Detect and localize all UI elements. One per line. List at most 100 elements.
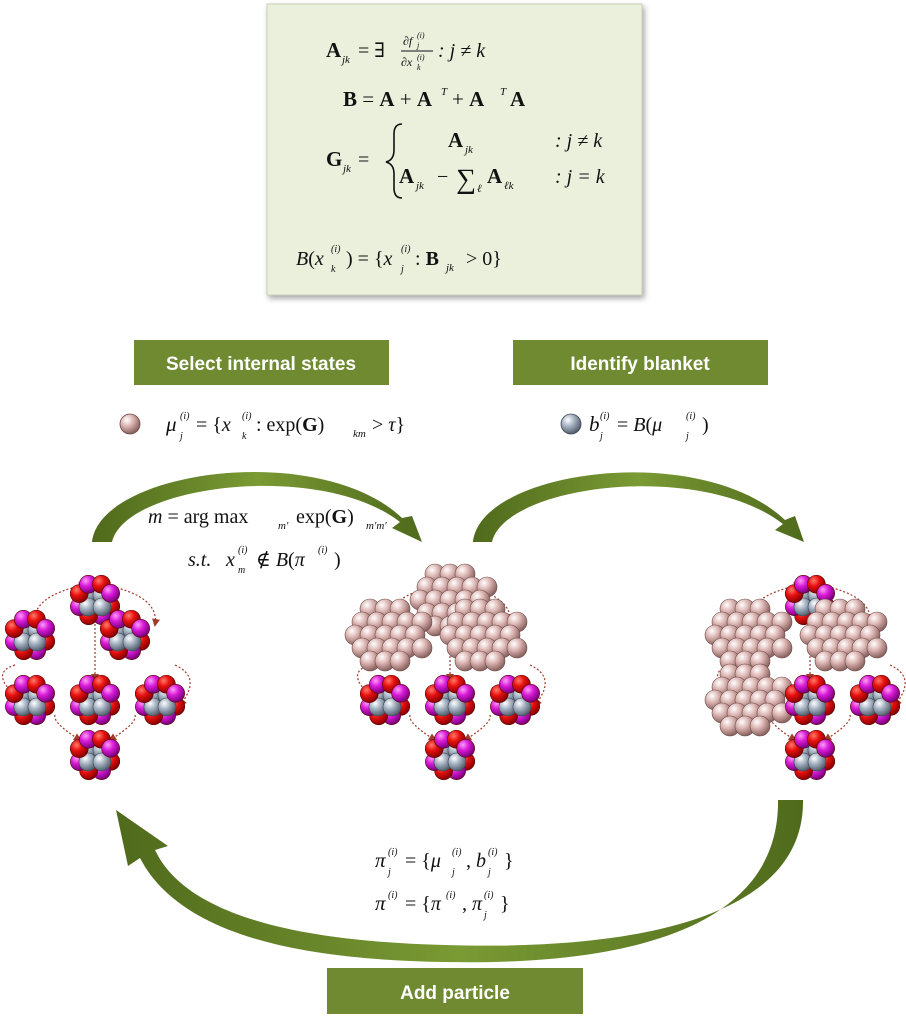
flow-arrow-select-to-blanket (92, 471, 422, 542)
internal-state-ball (411, 637, 433, 659)
equation-blanket-set: B(x (i) k ) = {x (i) j : B jk > 0} (296, 244, 502, 275)
internal-state-cluster (704, 663, 793, 737)
svg-text:k: k (331, 264, 336, 275)
svg-text:}: } (500, 893, 510, 915)
blanket-molecule (424, 674, 476, 726)
svg-text:ℓk: ℓk (504, 180, 515, 192)
ensemble-2 (344, 563, 546, 781)
svg-text:B = A + A: B = A + A (343, 87, 433, 111)
svg-text:(i): (i) (488, 847, 498, 858)
svg-text:m′: m′ (278, 520, 289, 532)
svg-text:j: j (486, 867, 491, 878)
svg-text:b: b (589, 412, 600, 436)
svg-text:j: j (684, 431, 689, 442)
svg-text:> τ}: > τ} (372, 414, 405, 436)
svg-text:(i): (i) (417, 53, 425, 62)
blanket-core-ball (807, 752, 827, 772)
svg-text:A: A (399, 164, 415, 188)
blanket-molecule (4, 609, 56, 661)
internal-state-ball (749, 715, 771, 737)
internal-state-ball (389, 650, 411, 672)
svg-text:μ: μ (165, 412, 177, 436)
blanket-molecule (424, 729, 476, 781)
m-equation: m = arg max m′ exp(G) m′m′ (148, 506, 387, 532)
blanket-molecule (69, 674, 121, 726)
active-state-ball (456, 684, 475, 703)
active-state-ball (36, 684, 55, 703)
blanket-core-ball (27, 697, 47, 717)
equation-b-definition: B = A + A T + A T A (343, 86, 526, 111)
svg-text:(i): (i) (318, 545, 328, 556)
blanket-molecule (849, 674, 901, 726)
svg-text:jk: jk (414, 180, 425, 192)
svg-text:= ∃: = ∃ (358, 40, 385, 62)
blanket-molecule (69, 729, 121, 781)
equation-a-definition: A jk = ∃ ∂f j (i) ∂x k (i) : j ≠ k (326, 31, 486, 72)
svg-text:k: k (242, 431, 247, 442)
svg-text:(i): (i) (417, 31, 425, 40)
svg-text:A: A (326, 38, 342, 62)
svg-text:(i): (i) (484, 890, 494, 901)
internal-state-ball (866, 637, 888, 659)
svg-text:= {π: = {π (405, 893, 442, 915)
svg-text:(i): (i) (180, 411, 190, 422)
ensemble-1 (1, 574, 191, 781)
active-state-ball (101, 584, 120, 603)
svg-text:m: m (238, 565, 245, 576)
svg-text:: j ≠ k: : j ≠ k (555, 130, 603, 152)
svg-text:A: A (510, 87, 526, 111)
particle-ensembles (1, 563, 906, 781)
blanket-core-ball (512, 697, 532, 717)
svg-text:(i): (i) (238, 545, 248, 556)
internal-state-cluster (439, 598, 528, 672)
svg-text:: B: : B (415, 248, 439, 270)
svg-text:=: = (358, 149, 369, 171)
active-state-ball (816, 739, 835, 758)
blanket-core-ball (157, 697, 177, 717)
dotted-link (108, 714, 136, 742)
svg-text:) = {x: ) = {x (346, 248, 393, 270)
svg-text:(i): (i) (331, 244, 341, 255)
select-internal-states-label: Select internal states (134, 340, 389, 385)
active-state-ball (391, 684, 410, 703)
dotted-link (174, 664, 191, 707)
svg-text:(i): (i) (242, 411, 252, 422)
svg-text:j: j (399, 264, 404, 275)
svg-text:= B(μ: = B(μ (617, 414, 662, 436)
pi-equation: π (i) = {π (i) , π (i) j } (375, 890, 510, 921)
flow-arrow-blanket-to-next (473, 472, 804, 542)
dotted-link (529, 664, 546, 707)
blanket-molecule (69, 574, 121, 626)
active-state-ball (36, 619, 55, 638)
svg-text:j: j (416, 41, 420, 50)
blanket-molecule (4, 674, 56, 726)
svg-text:): ) (702, 414, 709, 436)
identify-blanket-label: Identify blanket (513, 340, 768, 385)
svg-text:jk: jk (340, 54, 351, 66)
svg-text:A: A (448, 128, 464, 152)
svg-text:ℓ: ℓ (477, 183, 482, 195)
blanket-core-ball (92, 697, 112, 717)
st-equation: s.t. x (i) m ∉ B(π (i) ) (188, 545, 341, 576)
svg-text:: j = k: : j = k (555, 166, 606, 188)
active-state-ball (881, 684, 900, 703)
svg-text:−: − (437, 166, 448, 188)
blanket-molecule (99, 609, 151, 661)
active-state-ball (166, 684, 185, 703)
svg-text:j: j (178, 431, 183, 442)
ensemble-3 (704, 574, 906, 781)
svg-text:j: j (598, 431, 603, 442)
svg-text:G: G (326, 147, 342, 171)
blanket-core-ball (447, 752, 467, 772)
svg-text:(i): (i) (401, 244, 411, 255)
dotted-link (409, 714, 437, 742)
svg-text:(i): (i) (388, 847, 398, 858)
svg-text:j: j (386, 867, 391, 878)
svg-text:jk: jk (463, 144, 474, 156)
svg-text:s.t.: s.t. (188, 549, 211, 571)
identify-blanket-text: Identify blanket (570, 354, 710, 375)
blanket-equation: b (i) j = B(μ (i) j ) (560, 411, 709, 442)
equation-panel: A jk = ∃ ∂f j (i) ∂x k (i) : j ≠ k B = A… (266, 3, 643, 296)
dotted-link (823, 714, 851, 742)
